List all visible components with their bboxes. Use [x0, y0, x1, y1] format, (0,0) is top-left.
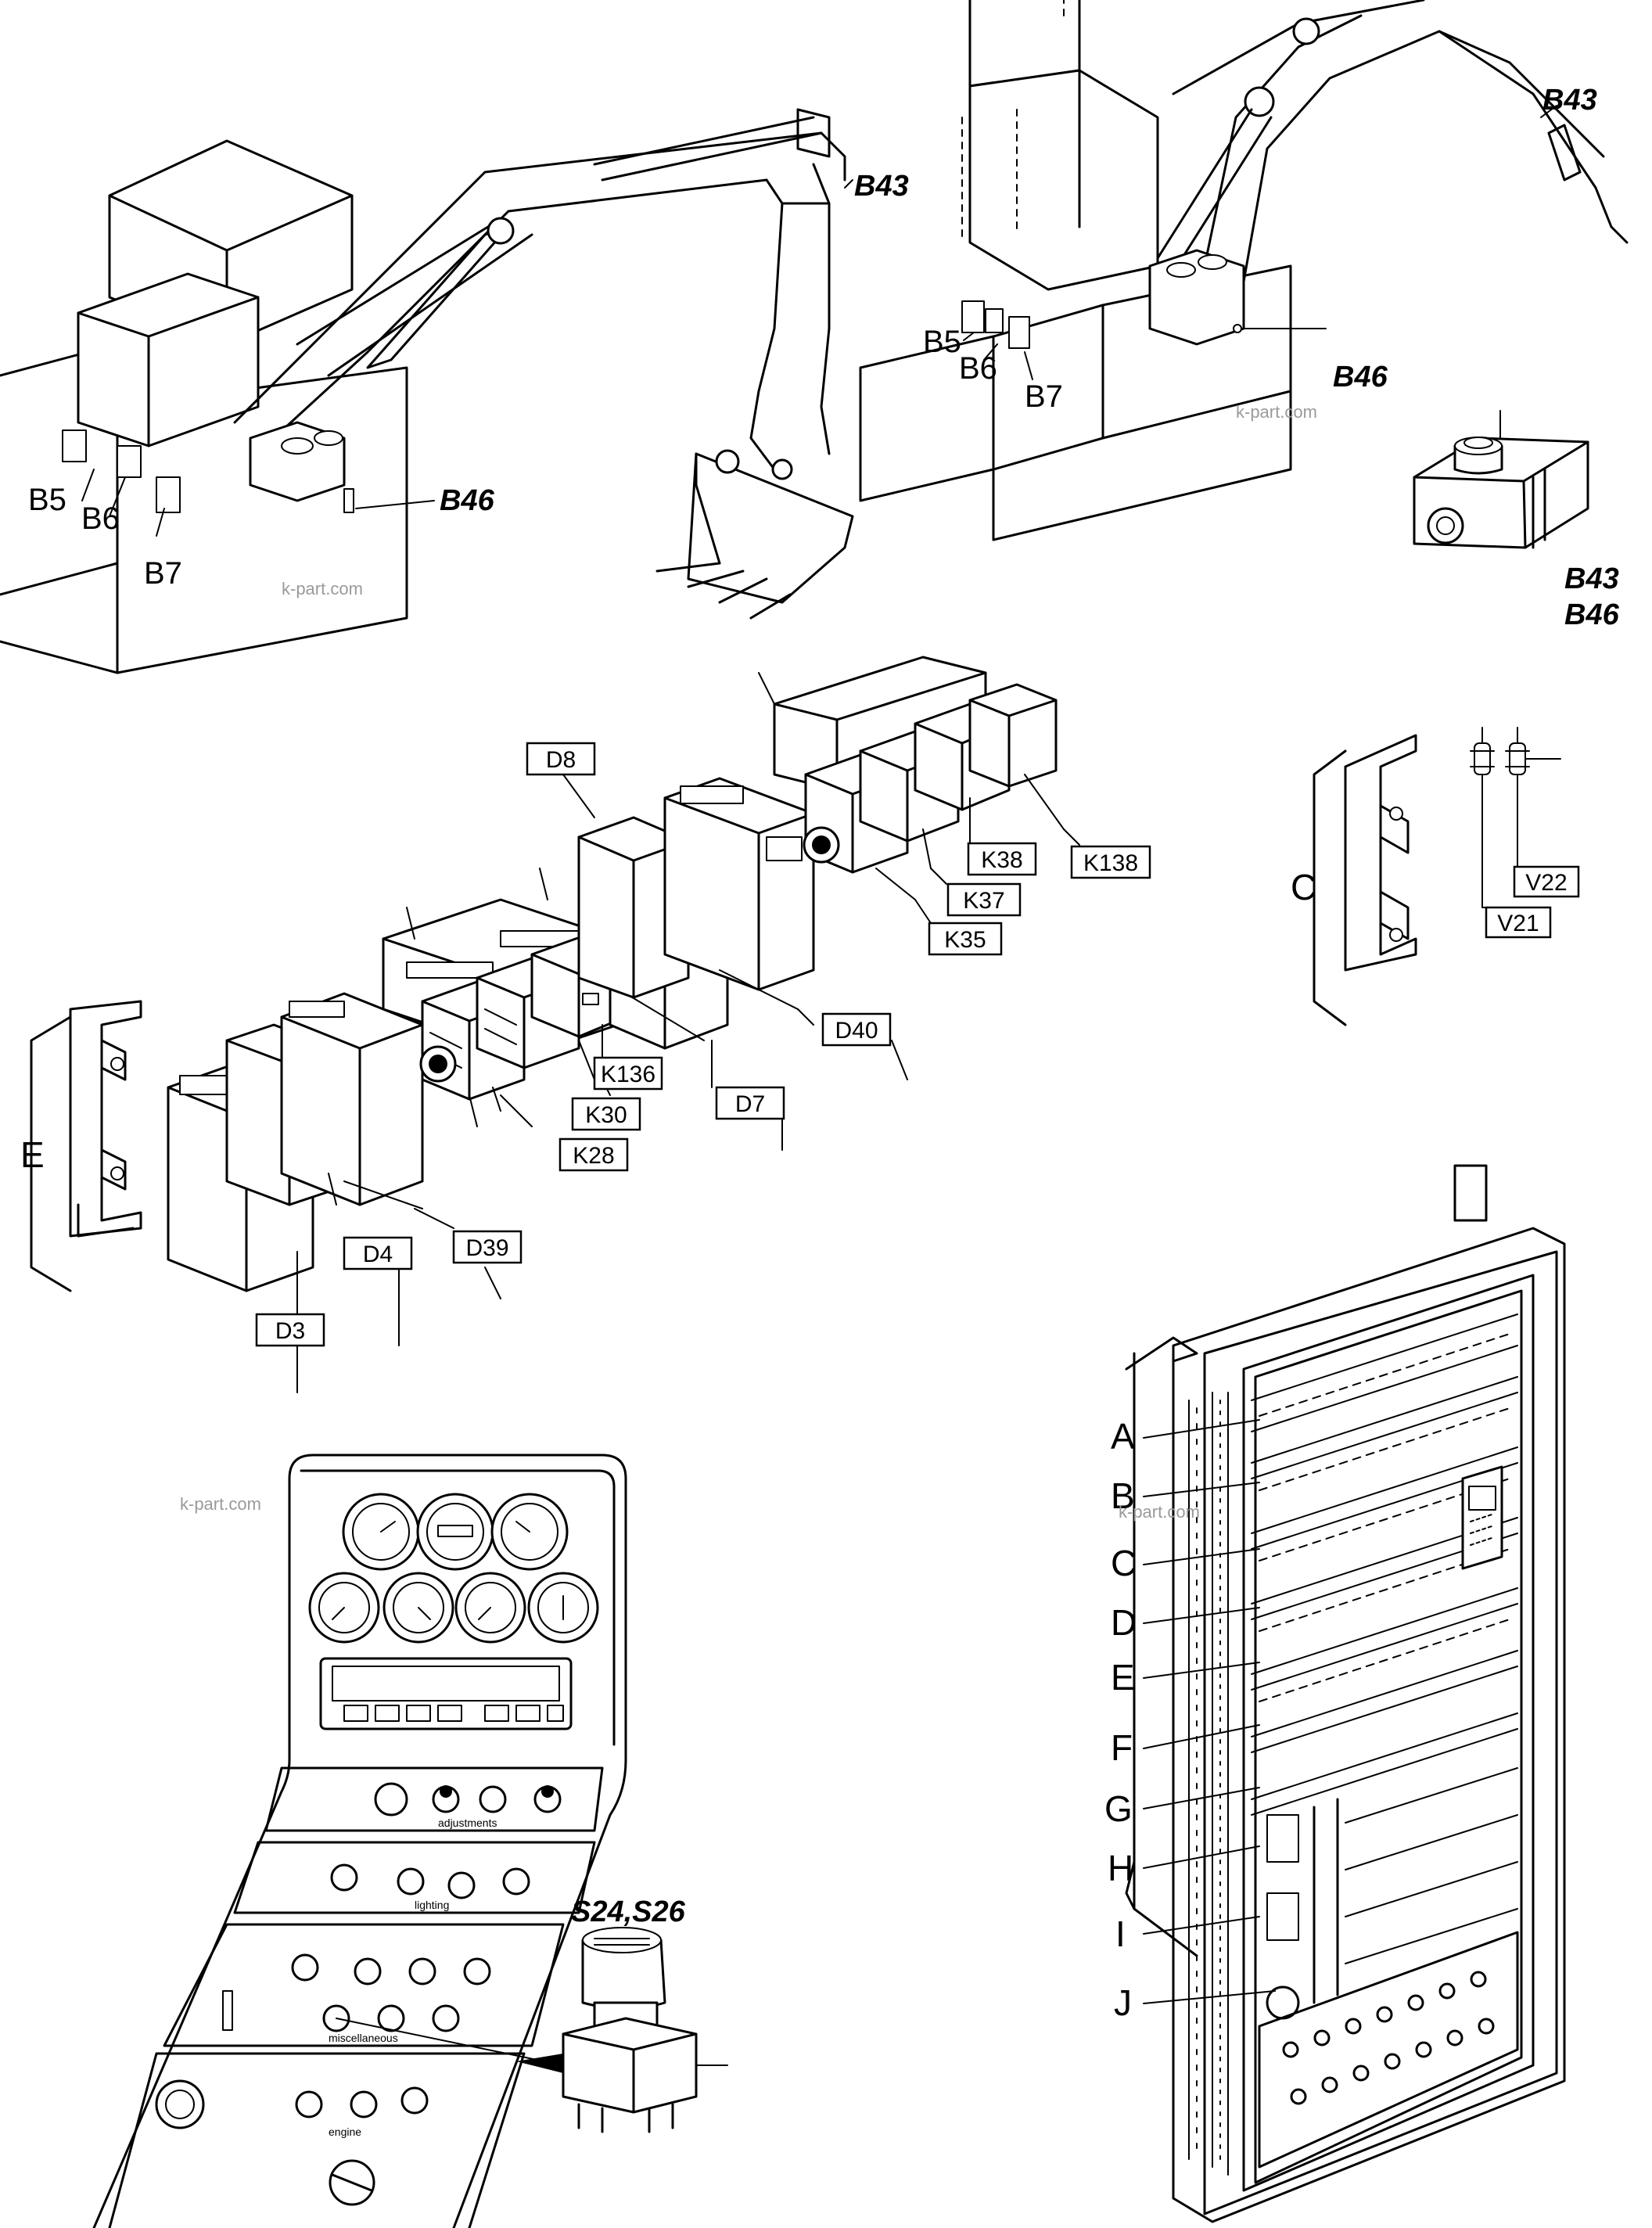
relay-K138: [968, 683, 1058, 788]
label-B6-right: B6: [959, 351, 997, 386]
label-B43-right: B43: [1542, 84, 1597, 117]
section-lighting: lighting: [415, 1899, 449, 1911]
rocker-switch: S24,S26: [516, 1896, 728, 2133]
label-D7: D7: [735, 1091, 765, 1117]
section-adjustments: adjustments: [438, 1817, 497, 1829]
label-D8: D8: [546, 747, 576, 773]
cabinet-row-D: D: [1111, 1602, 1137, 1643]
proximity-sensor: B43 B46: [1413, 410, 1620, 631]
cabinet-row-I: I: [1115, 1914, 1126, 1954]
label-B43-left: B43: [854, 170, 909, 203]
label-V22: V22: [1525, 870, 1567, 896]
cabinet-row-H: H: [1108, 1848, 1133, 1888]
label-B46-left: B46: [440, 484, 495, 517]
watermark-4: k-part.com: [1119, 1502, 1200, 1522]
diode-V21: [1470, 727, 1495, 869]
label-B7-right: B7: [1025, 379, 1063, 414]
cabinet-row-J: J: [1114, 1982, 1132, 2023]
cabinet-row-A: A: [1111, 1416, 1135, 1457]
cabinet-row-E: E: [1111, 1657, 1135, 1698]
diode-V22: [1505, 727, 1561, 830]
cabinet-row-B: B: [1111, 1475, 1135, 1516]
label-V21: V21: [1497, 911, 1539, 936]
label-K138: K138: [1083, 850, 1138, 876]
label-K35: K35: [944, 927, 986, 953]
cabinet-row-F: F: [1111, 1727, 1133, 1768]
relay-rail-assembly: E: [20, 656, 1580, 1393]
excavator-left: B5 B6 B7 B43 B46 k-part.com: [0, 108, 909, 674]
label-D40: D40: [835, 1018, 878, 1044]
gland-holes: [1282, 1971, 1495, 2105]
label-sensor-B43: B43: [1564, 562, 1619, 595]
section-engine: engine: [329, 2126, 361, 2138]
display-unit: [319, 1657, 573, 1730]
label-B46-right: B46: [1333, 361, 1388, 393]
label-K28: K28: [573, 1143, 614, 1169]
label-D4: D4: [363, 1242, 393, 1267]
group-C: C: [1291, 867, 1316, 907]
label-K37: K37: [963, 888, 1004, 914]
gauge-cluster: [308, 1493, 599, 1644]
label-K38: K38: [981, 847, 1022, 873]
cabinet-row-C: C: [1111, 1543, 1137, 1583]
excavator-right: B5 B6 B7 B43 B46 k-part.com: [859, 0, 1629, 541]
label-sensor-B46: B46: [1564, 598, 1620, 631]
label-B7-left: B7: [144, 556, 182, 591]
watermark-3: k-part.com: [180, 1494, 261, 1514]
watermark-1: k-part.com: [282, 579, 363, 598]
label-S24-S26: S24,S26: [571, 1896, 686, 1928]
label-B5-left: B5: [28, 483, 66, 517]
label-B5-right: B5: [923, 325, 961, 359]
section-miscellaneous: miscellaneous: [329, 2032, 398, 2044]
watermark-2: k-part.com: [1236, 402, 1317, 422]
operator-panel: k-part.com: [92, 1454, 627, 2228]
label-D39: D39: [465, 1235, 508, 1261]
label-K136: K136: [601, 1062, 655, 1087]
group-E: E: [20, 1134, 45, 1175]
label-K30: K30: [585, 1102, 627, 1128]
label-B6-left: B6: [81, 501, 120, 536]
cabinet-row-G: G: [1104, 1788, 1133, 1829]
electrical-cabinet: A B C D E F G H I J k-part.com: [1104, 1164, 1566, 2223]
label-D3: D3: [275, 1318, 305, 1344]
